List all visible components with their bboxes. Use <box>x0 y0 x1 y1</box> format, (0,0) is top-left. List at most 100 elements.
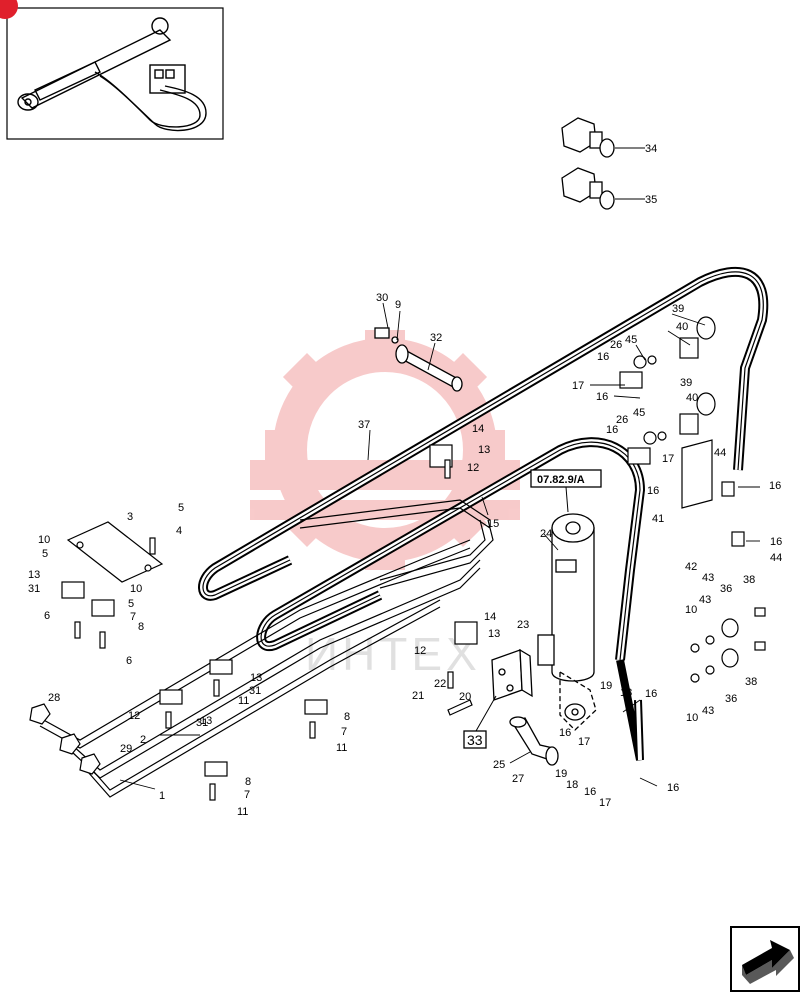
callout-44: 44 <box>770 552 782 564</box>
callout-38: 38 <box>745 676 757 688</box>
callout-10: 10 <box>685 604 697 616</box>
callout-37: 37 <box>358 419 370 431</box>
callout-41: 41 <box>652 513 664 525</box>
callout-16: 16 <box>647 485 659 497</box>
callout-23: 23 <box>517 619 529 631</box>
callout-27: 27 <box>512 773 524 785</box>
callout-16: 16 <box>769 480 781 492</box>
hose-37 <box>198 266 769 601</box>
callout-29: 29 <box>120 743 132 755</box>
callout-39: 39 <box>680 377 692 389</box>
callout-6: 6 <box>126 655 132 667</box>
valve-block-20 <box>491 648 533 701</box>
callout-17: 17 <box>662 453 674 465</box>
callout-31: 31 <box>196 717 208 729</box>
callout-7: 7 <box>244 789 250 801</box>
callout-12: 12 <box>128 710 140 722</box>
callout-42: 42 <box>685 561 697 573</box>
callout-9: 9 <box>395 299 401 311</box>
callout-35: 35 <box>645 194 657 206</box>
callout-40: 40 <box>686 392 698 404</box>
clamps <box>61 444 478 777</box>
fitting-35 <box>561 167 615 210</box>
callout-1: 1 <box>159 790 165 802</box>
arrow-icon <box>742 940 794 984</box>
callout-11: 11 <box>237 806 248 818</box>
callout-7: 7 <box>130 611 136 623</box>
fittings-upper-right <box>619 316 745 547</box>
callout-43: 43 <box>702 572 714 584</box>
callout-17: 17 <box>599 797 611 809</box>
callout-36: 36 <box>725 693 737 705</box>
callout-18: 18 <box>620 687 632 699</box>
callout-10: 10 <box>38 534 50 546</box>
callout-17: 17 <box>578 736 590 748</box>
callout-16: 16 <box>597 351 609 363</box>
callout-45: 45 <box>633 407 645 419</box>
callout-16: 16 <box>596 391 608 403</box>
callout-16: 16 <box>645 688 657 700</box>
callout-45: 45 <box>625 334 637 346</box>
tube-end-nuts <box>29 703 101 775</box>
callout-14: 14 <box>484 611 496 623</box>
callout-36: 36 <box>720 583 732 595</box>
callout-44: 44 <box>714 447 726 459</box>
callout-22: 22 <box>434 678 446 690</box>
callout-15: 15 <box>487 518 499 530</box>
callout-32: 32 <box>430 332 442 344</box>
callout-16: 16 <box>559 727 571 739</box>
callout-5: 5 <box>178 502 184 514</box>
reference-label: 07.82.9/A <box>537 474 585 486</box>
reference-box[interactable]: 07.82.9/A <box>530 469 602 513</box>
callout-31: 31 <box>249 685 261 697</box>
leader-lines <box>119 147 760 790</box>
callout-5: 5 <box>128 598 134 610</box>
callout-16: 16 <box>770 536 782 548</box>
callout-30: 30 <box>376 292 388 304</box>
callout-2: 2 <box>140 734 146 746</box>
thumbnail-inset <box>0 0 224 140</box>
bracket-3 <box>66 521 164 583</box>
callout-14: 14 <box>472 423 484 435</box>
callout-12: 12 <box>414 645 426 657</box>
assembly-box-33[interactable]: 33 <box>463 695 497 749</box>
cylinder-24 <box>537 513 597 731</box>
callout-6: 6 <box>44 610 50 622</box>
callout-3: 3 <box>127 511 133 523</box>
callout-17: 17 <box>572 380 584 392</box>
callout-10: 10 <box>130 583 142 595</box>
callout-13: 13 <box>250 672 262 684</box>
callout-20: 20 <box>459 691 471 703</box>
callout-26: 26 <box>616 414 628 426</box>
callout-13: 13 <box>478 444 490 456</box>
callout-16: 16 <box>667 782 679 794</box>
callout-38: 38 <box>743 574 755 586</box>
pin-32 <box>374 327 463 392</box>
callout-13: 13 <box>200 715 212 727</box>
hose-15 <box>256 437 646 761</box>
callout-13: 13 <box>488 628 500 640</box>
elbow-25 <box>509 716 559 766</box>
callout-25: 25 <box>493 759 505 771</box>
bolts <box>74 459 473 801</box>
callout-39: 39 <box>672 303 684 315</box>
callout-43: 43 <box>702 705 714 717</box>
callout-8: 8 <box>344 711 350 723</box>
callout-4: 4 <box>176 525 182 537</box>
watermark-text: ИНТЕХ <box>305 628 481 680</box>
page-badge-icon <box>0 0 18 19</box>
callout-26: 26 <box>610 339 622 351</box>
callout-11: 11 <box>336 742 347 754</box>
callout-19: 19 <box>600 680 612 692</box>
callout-18: 18 <box>566 779 578 791</box>
callout-13: 13 <box>28 569 40 581</box>
assembly-label: 33 <box>467 732 483 748</box>
callout-5: 5 <box>42 548 48 560</box>
callout-8: 8 <box>245 776 251 788</box>
callout-43: 43 <box>699 594 711 606</box>
callout-8: 8 <box>138 621 144 633</box>
next-page-button[interactable] <box>730 926 800 992</box>
fittings-lower-right <box>690 607 766 683</box>
